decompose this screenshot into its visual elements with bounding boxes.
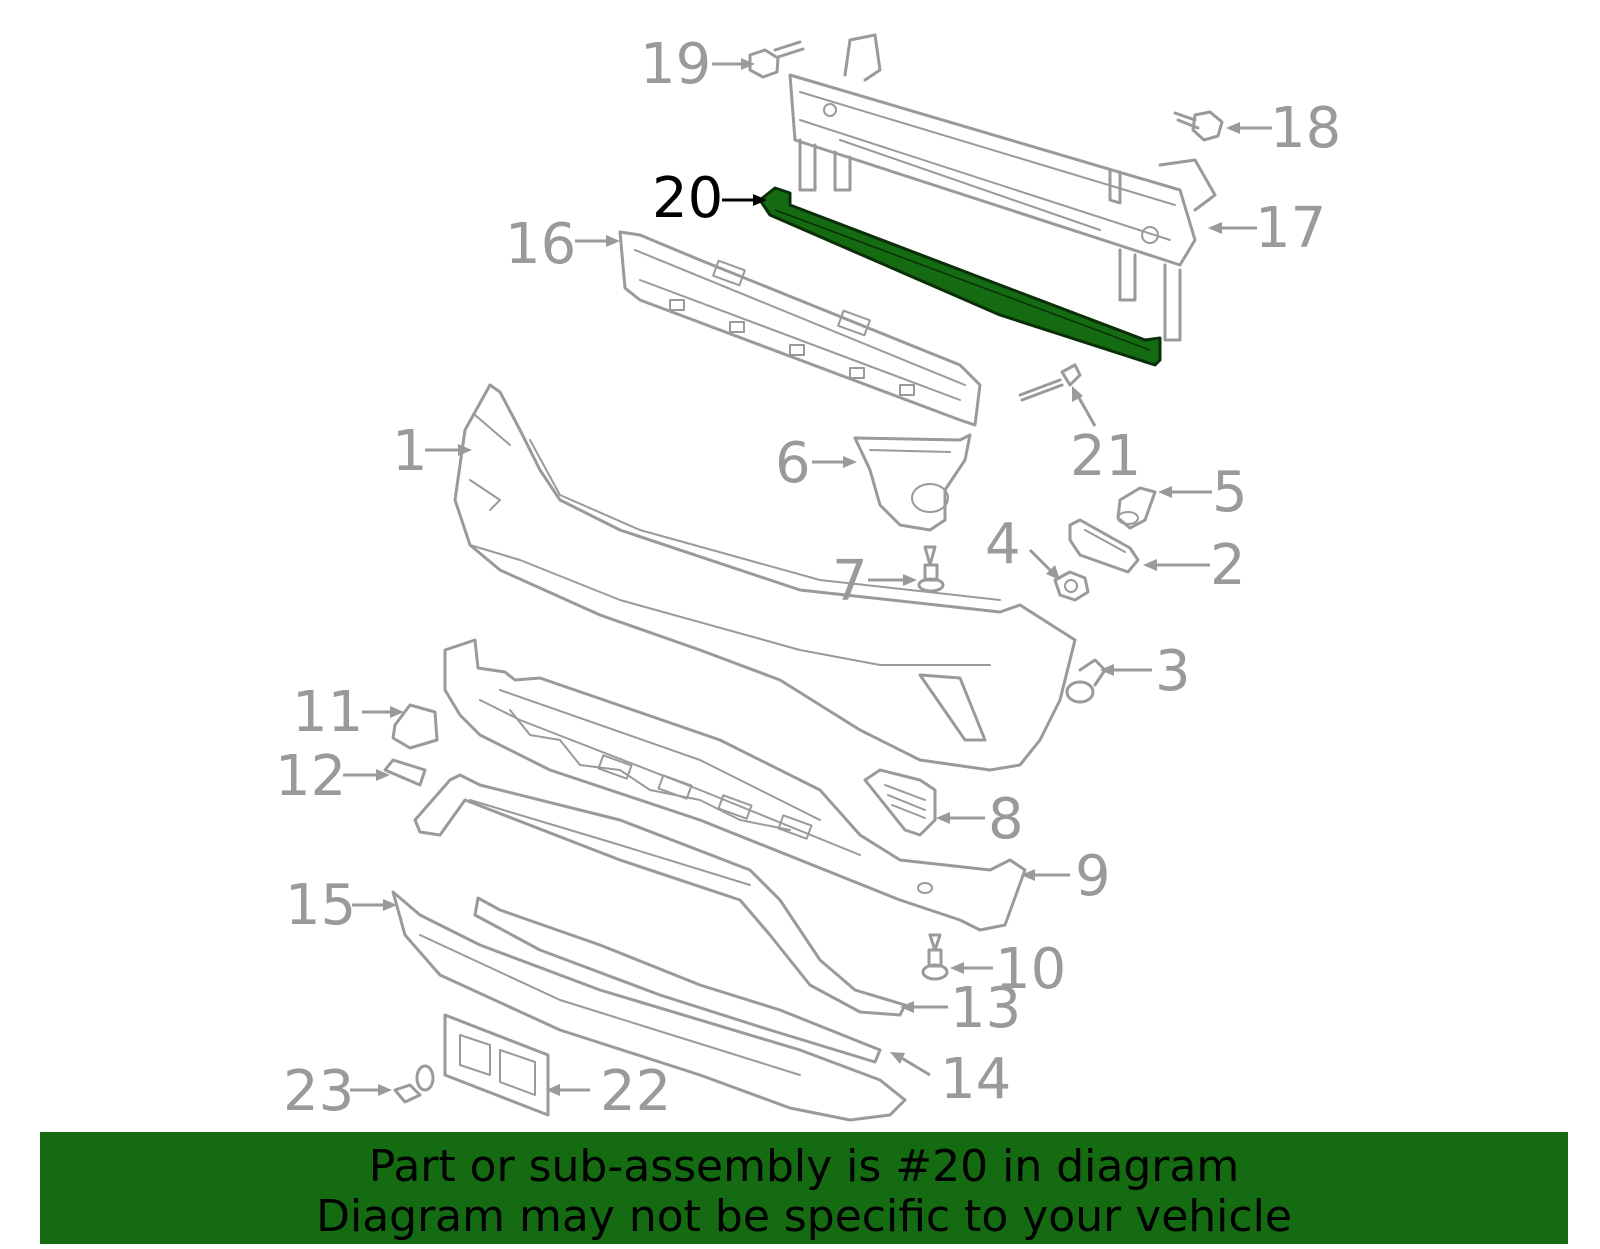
info-banner: Part or sub-assembly is #20 in diagram D…: [40, 1132, 1568, 1244]
callout-5: 5: [1212, 460, 1248, 525]
part-13-trim: [413, 773, 907, 1017]
part-15-skid-plate: [391, 890, 907, 1122]
part-16-energy-absorber: [618, 230, 982, 427]
banner-line-2: Diagram may not be specific to your vehi…: [316, 1191, 1292, 1242]
callout-3: 3: [1155, 639, 1191, 704]
part-8-vent: [863, 768, 937, 837]
callout-7: 7: [832, 549, 868, 614]
leader-arrows: [343, 58, 1272, 1096]
part-22-plate-bracket: [443, 1013, 550, 1117]
part-12-clip: [383, 758, 427, 787]
callout-8: 8: [988, 787, 1024, 852]
callout-12: 12: [275, 744, 346, 809]
callout-15: 15: [285, 873, 356, 938]
part-2-bracket: [1068, 518, 1140, 574]
part-9-lower-grille: [443, 638, 1027, 932]
callout-6: 6: [775, 431, 811, 496]
callout-23: 23: [283, 1059, 354, 1124]
callout-16: 16: [505, 212, 576, 277]
part-4-nut: [1053, 570, 1090, 602]
part-14-strip: [473, 896, 882, 1064]
callout-14: 14: [940, 1047, 1011, 1112]
callout-2: 2: [1210, 533, 1246, 598]
part-1-bumper-cover: [453, 383, 1077, 772]
callout-21: 21: [1070, 424, 1141, 489]
callout-22: 22: [600, 1059, 671, 1124]
callout-10: 10: [995, 937, 1066, 1002]
part-7-screw: [917, 545, 945, 593]
callout-20: 20: [652, 166, 723, 231]
part-10-screw: [921, 933, 949, 981]
callout-labels: 19 18 20 16 17 21 1 6 5 4 2 7 3 11 12 8 …: [275, 32, 1341, 1124]
part-6-bracket: [853, 433, 972, 532]
callout-9: 9: [1075, 844, 1111, 909]
callout-19: 19: [640, 32, 711, 97]
part-21-pin: [1018, 363, 1082, 402]
callout-11: 11: [292, 680, 363, 745]
callout-17: 17: [1255, 196, 1326, 261]
part-5-clip: [1116, 486, 1157, 530]
callout-18: 18: [1270, 96, 1341, 161]
callout-13: 13: [950, 976, 1021, 1041]
part-17-reinforcement-beam: [788, 33, 1217, 342]
part-18-bolt: [1173, 110, 1224, 142]
part-23-screw: [393, 1064, 435, 1104]
part-3-clip: [1065, 658, 1107, 704]
callout-1: 1: [392, 419, 428, 484]
part-20-highlighted: [758, 186, 1162, 367]
part-11-clip: [391, 703, 439, 750]
banner-line-1: Part or sub-assembly is #20 in diagram: [368, 1141, 1240, 1192]
part-19-bolt: [748, 40, 805, 79]
callout-4: 4: [985, 512, 1021, 577]
